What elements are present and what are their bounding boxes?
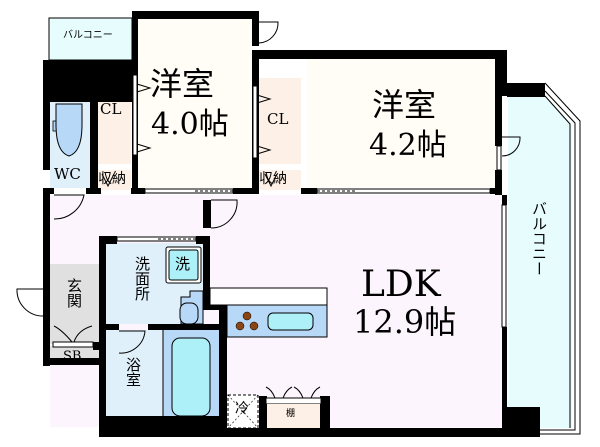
- closet-2-floor: [259, 78, 301, 164]
- toilet-icon: [55, 103, 83, 157]
- entrance-floor: [50, 264, 99, 344]
- sliding-door-dashes: [158, 190, 355, 240]
- swing-doors: [16, 21, 521, 354]
- balcony-right-area: [508, 96, 572, 428]
- storage-1-floor: [98, 170, 131, 190]
- ldk-name: LDK: [361, 264, 441, 305]
- storage-2-label: 収納: [259, 171, 287, 187]
- western-room-1-name: 洋室: [150, 65, 215, 103]
- shoebox-doors: [52, 325, 94, 348]
- balcony-railing-inner: [508, 90, 576, 431]
- stove-burners-icon: [235, 311, 259, 331]
- western-room-1-size: 4.0帖: [151, 107, 229, 142]
- balcony-right-label: バルコニー: [530, 201, 548, 276]
- washer-icon: [168, 249, 199, 281]
- western-room-2-name: 洋室: [372, 86, 437, 124]
- sliding-doors: [116, 74, 507, 328]
- fridge-label: 冷: [235, 401, 249, 417]
- shelf-label: 棚: [286, 409, 296, 419]
- entrance-label: 玄関: [65, 278, 83, 308]
- bathtub-icon: [171, 337, 211, 417]
- closet-2-label: CL: [267, 110, 289, 128]
- balcony-top-area: [48, 17, 133, 61]
- ldk-size: 12.9帖: [353, 303, 457, 341]
- western-room-1-floor: [138, 18, 252, 188]
- kitchen-sink-icon: [267, 312, 314, 331]
- balcony-top-label: バルコニー: [63, 30, 113, 41]
- balcony-inner-edge: [544, 95, 571, 428]
- storage-1-label: 収納: [98, 171, 126, 187]
- washer-label: 洗: [175, 255, 191, 273]
- kitchen-counter-top: [209, 287, 328, 306]
- wash-basin-icon: [179, 302, 199, 325]
- closet-1-label: CL: [100, 100, 122, 118]
- wc-label: WC: [54, 165, 81, 183]
- bathroom-label: 浴室: [124, 357, 142, 387]
- shelf-doors: [265, 386, 322, 405]
- shelf-area: [267, 404, 320, 428]
- shoebox-label: SB: [63, 349, 82, 364]
- western-room-2-size: 4.2帖: [369, 128, 447, 163]
- storage-2-floor: [259, 170, 301, 190]
- balcony-railing-outer: [508, 82, 581, 435]
- washroom-label: 洗面所: [133, 256, 151, 301]
- fridge-cross-1: [227, 394, 259, 429]
- western-room-2-floor: [307, 59, 501, 187]
- fridge-cross-2: [227, 394, 259, 429]
